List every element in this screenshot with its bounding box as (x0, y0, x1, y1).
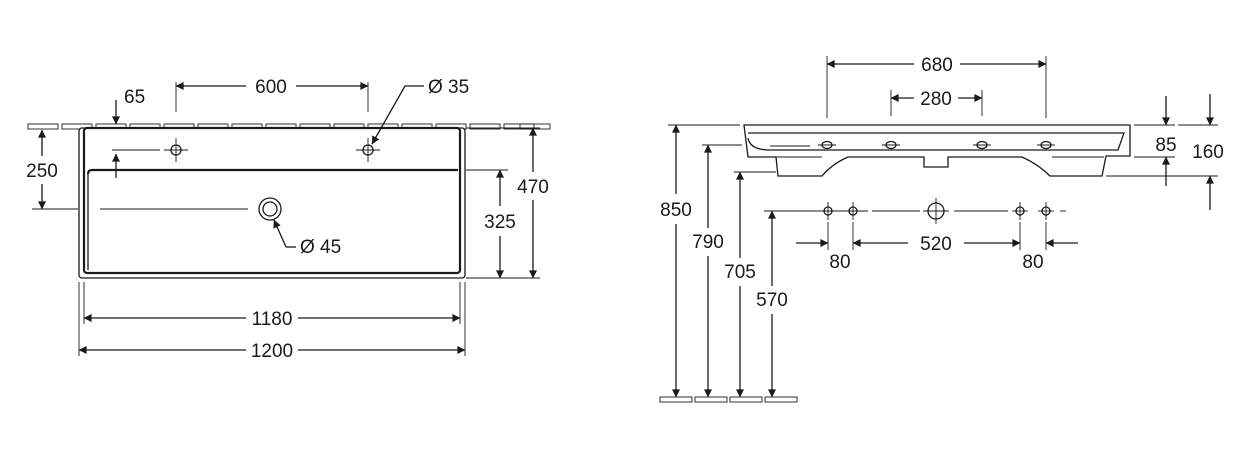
side-view: 680 280 85 160 (659, 55, 1224, 403)
dim-65-label: 65 (124, 87, 145, 108)
dim-470-label: 470 (517, 177, 549, 198)
drain-hole (100, 197, 282, 221)
dim-80-520-80: 80 520 80 (796, 222, 1078, 273)
dim-1180-label: 1180 (252, 309, 293, 330)
floor-strip (659, 396, 798, 403)
dim-80-left-label: 80 (829, 252, 850, 273)
dim-160-label: 160 (1192, 142, 1224, 163)
dim-d35: Ø 35 (371, 77, 469, 145)
dim-325: 325 (466, 169, 540, 279)
dim-d45: Ø 45 (273, 219, 341, 258)
side-holes (818, 140, 1055, 150)
dim-600: 600 (175, 77, 369, 112)
dim-325-label: 325 (484, 212, 516, 233)
dim-80-right-label: 80 (1022, 252, 1043, 273)
dim-280: 280 (890, 89, 983, 116)
top-view: 600 65 Ø 35 250 325 (26, 77, 551, 362)
dim-570: 570 (756, 210, 812, 398)
dim-1180: 1180 (78, 282, 466, 356)
dim-850: 850 (660, 124, 740, 398)
basin-side-profile (743, 124, 1131, 177)
dim-85: 85 (1134, 96, 1177, 186)
dim-790-label: 790 (692, 232, 724, 253)
dim-850-label: 850 (660, 200, 692, 221)
dim-600-label: 600 (255, 77, 287, 98)
dim-790: 790 (692, 144, 742, 398)
dim-250-label: 250 (26, 161, 58, 182)
tap-hole-left (164, 138, 188, 162)
tap-hole-right (356, 138, 380, 162)
dim-160: 160 (1106, 94, 1224, 210)
dim-1200: 1200 (78, 341, 466, 362)
dim-570-label: 570 (756, 290, 788, 311)
dim-520-label: 520 (920, 234, 952, 255)
dim-705-label: 705 (724, 262, 756, 283)
wall-hole-row (812, 198, 1066, 224)
dim-680-label: 680 (921, 55, 953, 76)
dim-1200-label: 1200 (251, 341, 293, 362)
dim-705: 705 (724, 171, 776, 398)
dim-85-label: 85 (1155, 135, 1176, 156)
dim-65: 65 (112, 87, 160, 178)
dim-250: 250 (26, 129, 78, 210)
dim-d35-label: Ø 35 (428, 77, 469, 98)
dim-280-label: 280 (920, 89, 952, 110)
dim-470: 470 (466, 127, 549, 279)
dim-680: 680 (826, 55, 1047, 118)
basin-top-outline (78, 126, 466, 279)
dim-d45-label: Ø 45 (300, 237, 341, 258)
